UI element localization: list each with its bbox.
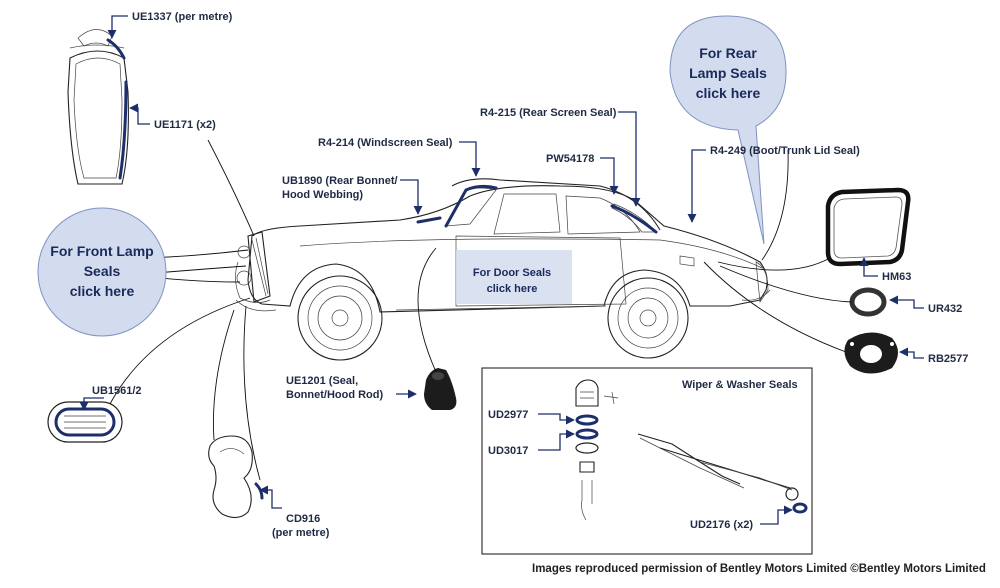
label-hm63: HM63 — [882, 271, 911, 283]
label-ue1201-line2: Bonnet/Hood Rod) — [286, 389, 383, 401]
label-ue1337: UE1337 (per metre) — [132, 11, 233, 23]
ue1201-grommet-drawing — [424, 368, 457, 410]
part-labels: UE1337 (per metre) UE1171 (x2) R4-214 (W… — [92, 11, 968, 539]
wiper-panel-title: Wiper & Washer Seals — [682, 379, 798, 391]
front-lamp-bubble[interactable] — [37, 207, 167, 337]
cd916-seal-drawing — [208, 435, 264, 519]
front-lamp-link-line2[interactable]: Seals — [84, 263, 121, 279]
rear-lamp-link-line3[interactable]: click here — [696, 85, 761, 101]
rear-lamp-link-line1[interactable]: For Rear — [699, 45, 757, 61]
label-ue1201-line1: UE1201 (Seal, — [286, 375, 358, 387]
label-ub1561: UB1561/2 — [92, 385, 142, 397]
hm63-seal-drawing — [825, 187, 911, 267]
label-ud2176: UD2176 (x2) — [690, 519, 753, 531]
rear-lamp-link-line2[interactable]: Lamp Seals — [689, 65, 767, 81]
label-ub1890-line2: Hood Webbing) — [282, 189, 363, 201]
door-seals-panel[interactable] — [456, 250, 572, 304]
label-ud2977: UD2977 — [488, 409, 528, 421]
label-ue1171: UE1171 (x2) — [154, 119, 216, 131]
label-cd916-line2: (per metre) — [272, 527, 330, 539]
front-lamp-seals-link[interactable]: For Front Lamp Seals click here — [37, 207, 167, 337]
ur432-ring-drawing — [849, 287, 887, 317]
door-seals-link[interactable]: For Door Seals click here — [456, 250, 572, 304]
label-ud3017: UD3017 — [488, 445, 528, 457]
credit-line: Images reproduced permission of Bentley … — [532, 563, 986, 575]
rear-lamp-bubble[interactable] — [669, 15, 787, 245]
label-ub1890-line1: UB1890 (Rear Bonnet/ — [282, 175, 398, 187]
label-r4-249: R4-249 (Boot/Trunk Lid Seal) — [710, 145, 860, 157]
car-side-drawing — [235, 178, 771, 361]
leader-lines — [79, 15, 924, 525]
label-r4-215: R4-215 (Rear Screen Seal) — [480, 107, 617, 119]
label-ur432: UR432 — [928, 303, 962, 315]
label-r4-214: R4-214 (Windscreen Seal) — [318, 137, 453, 149]
rear-lamp-seals-link[interactable]: For Rear Lamp Seals click here — [669, 15, 787, 245]
wiper-washer-panel — [481, 367, 813, 555]
label-cd916-line1: CD916 — [286, 513, 320, 525]
radiator-shell-drawing — [67, 29, 129, 185]
front-lamp-link-line1[interactable]: For Front Lamp — [50, 243, 153, 259]
door-seals-link-line2[interactable]: click here — [487, 283, 538, 295]
ub1561-lamp-seal-drawing — [47, 401, 123, 443]
door-seals-link-line1[interactable]: For Door Seals — [473, 267, 551, 279]
label-pw54178: PW54178 — [546, 153, 594, 165]
rb2577-gasket-drawing — [844, 332, 898, 374]
front-lamp-link-line3[interactable]: click here — [70, 283, 135, 299]
label-rb2577: RB2577 — [928, 353, 968, 365]
wiper-parts-drawing — [575, 379, 808, 521]
